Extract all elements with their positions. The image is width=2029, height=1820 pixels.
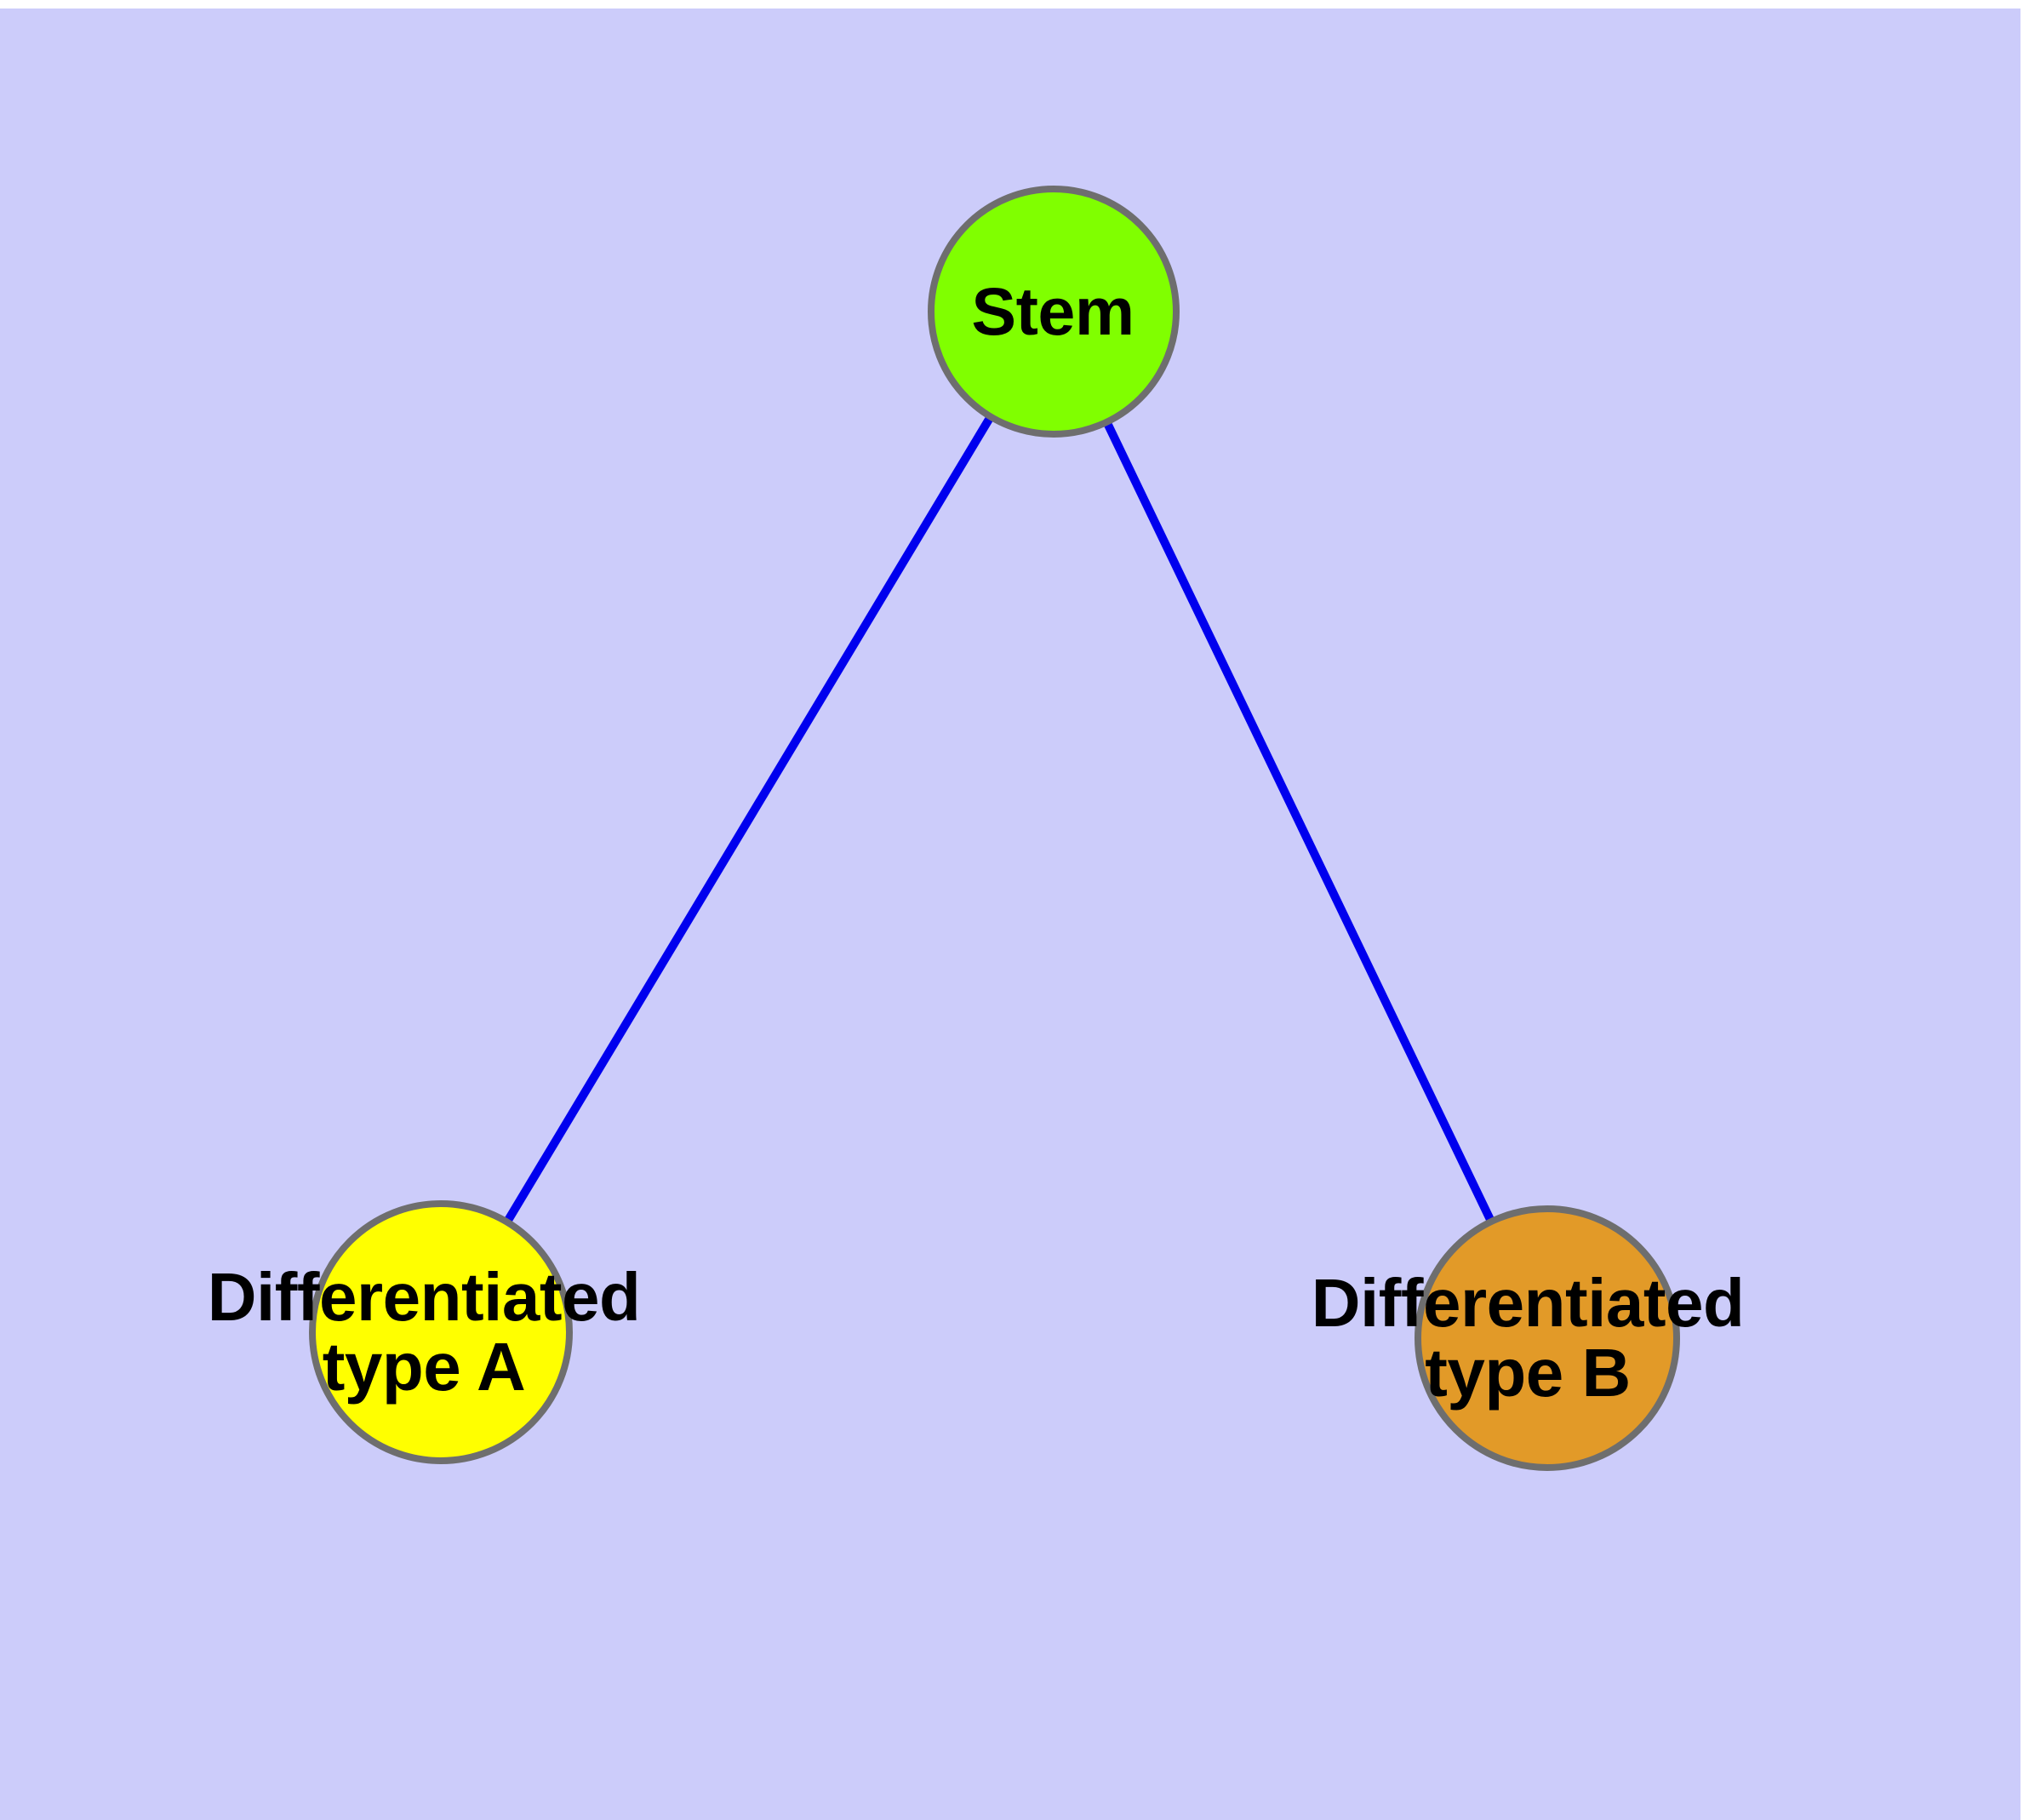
node-stem[interactable] — [928, 186, 1180, 438]
edge-stem-to-differentiated-type-b — [1049, 309, 1552, 1341]
node-layer — [309, 186, 1680, 1471]
node-differentiated-type-a[interactable] — [309, 1200, 573, 1464]
edge-stem-to-differentiated-type-a — [437, 309, 1058, 1335]
edge-layer — [437, 309, 1552, 1341]
node-differentiated-type-b[interactable] — [1415, 1205, 1680, 1471]
